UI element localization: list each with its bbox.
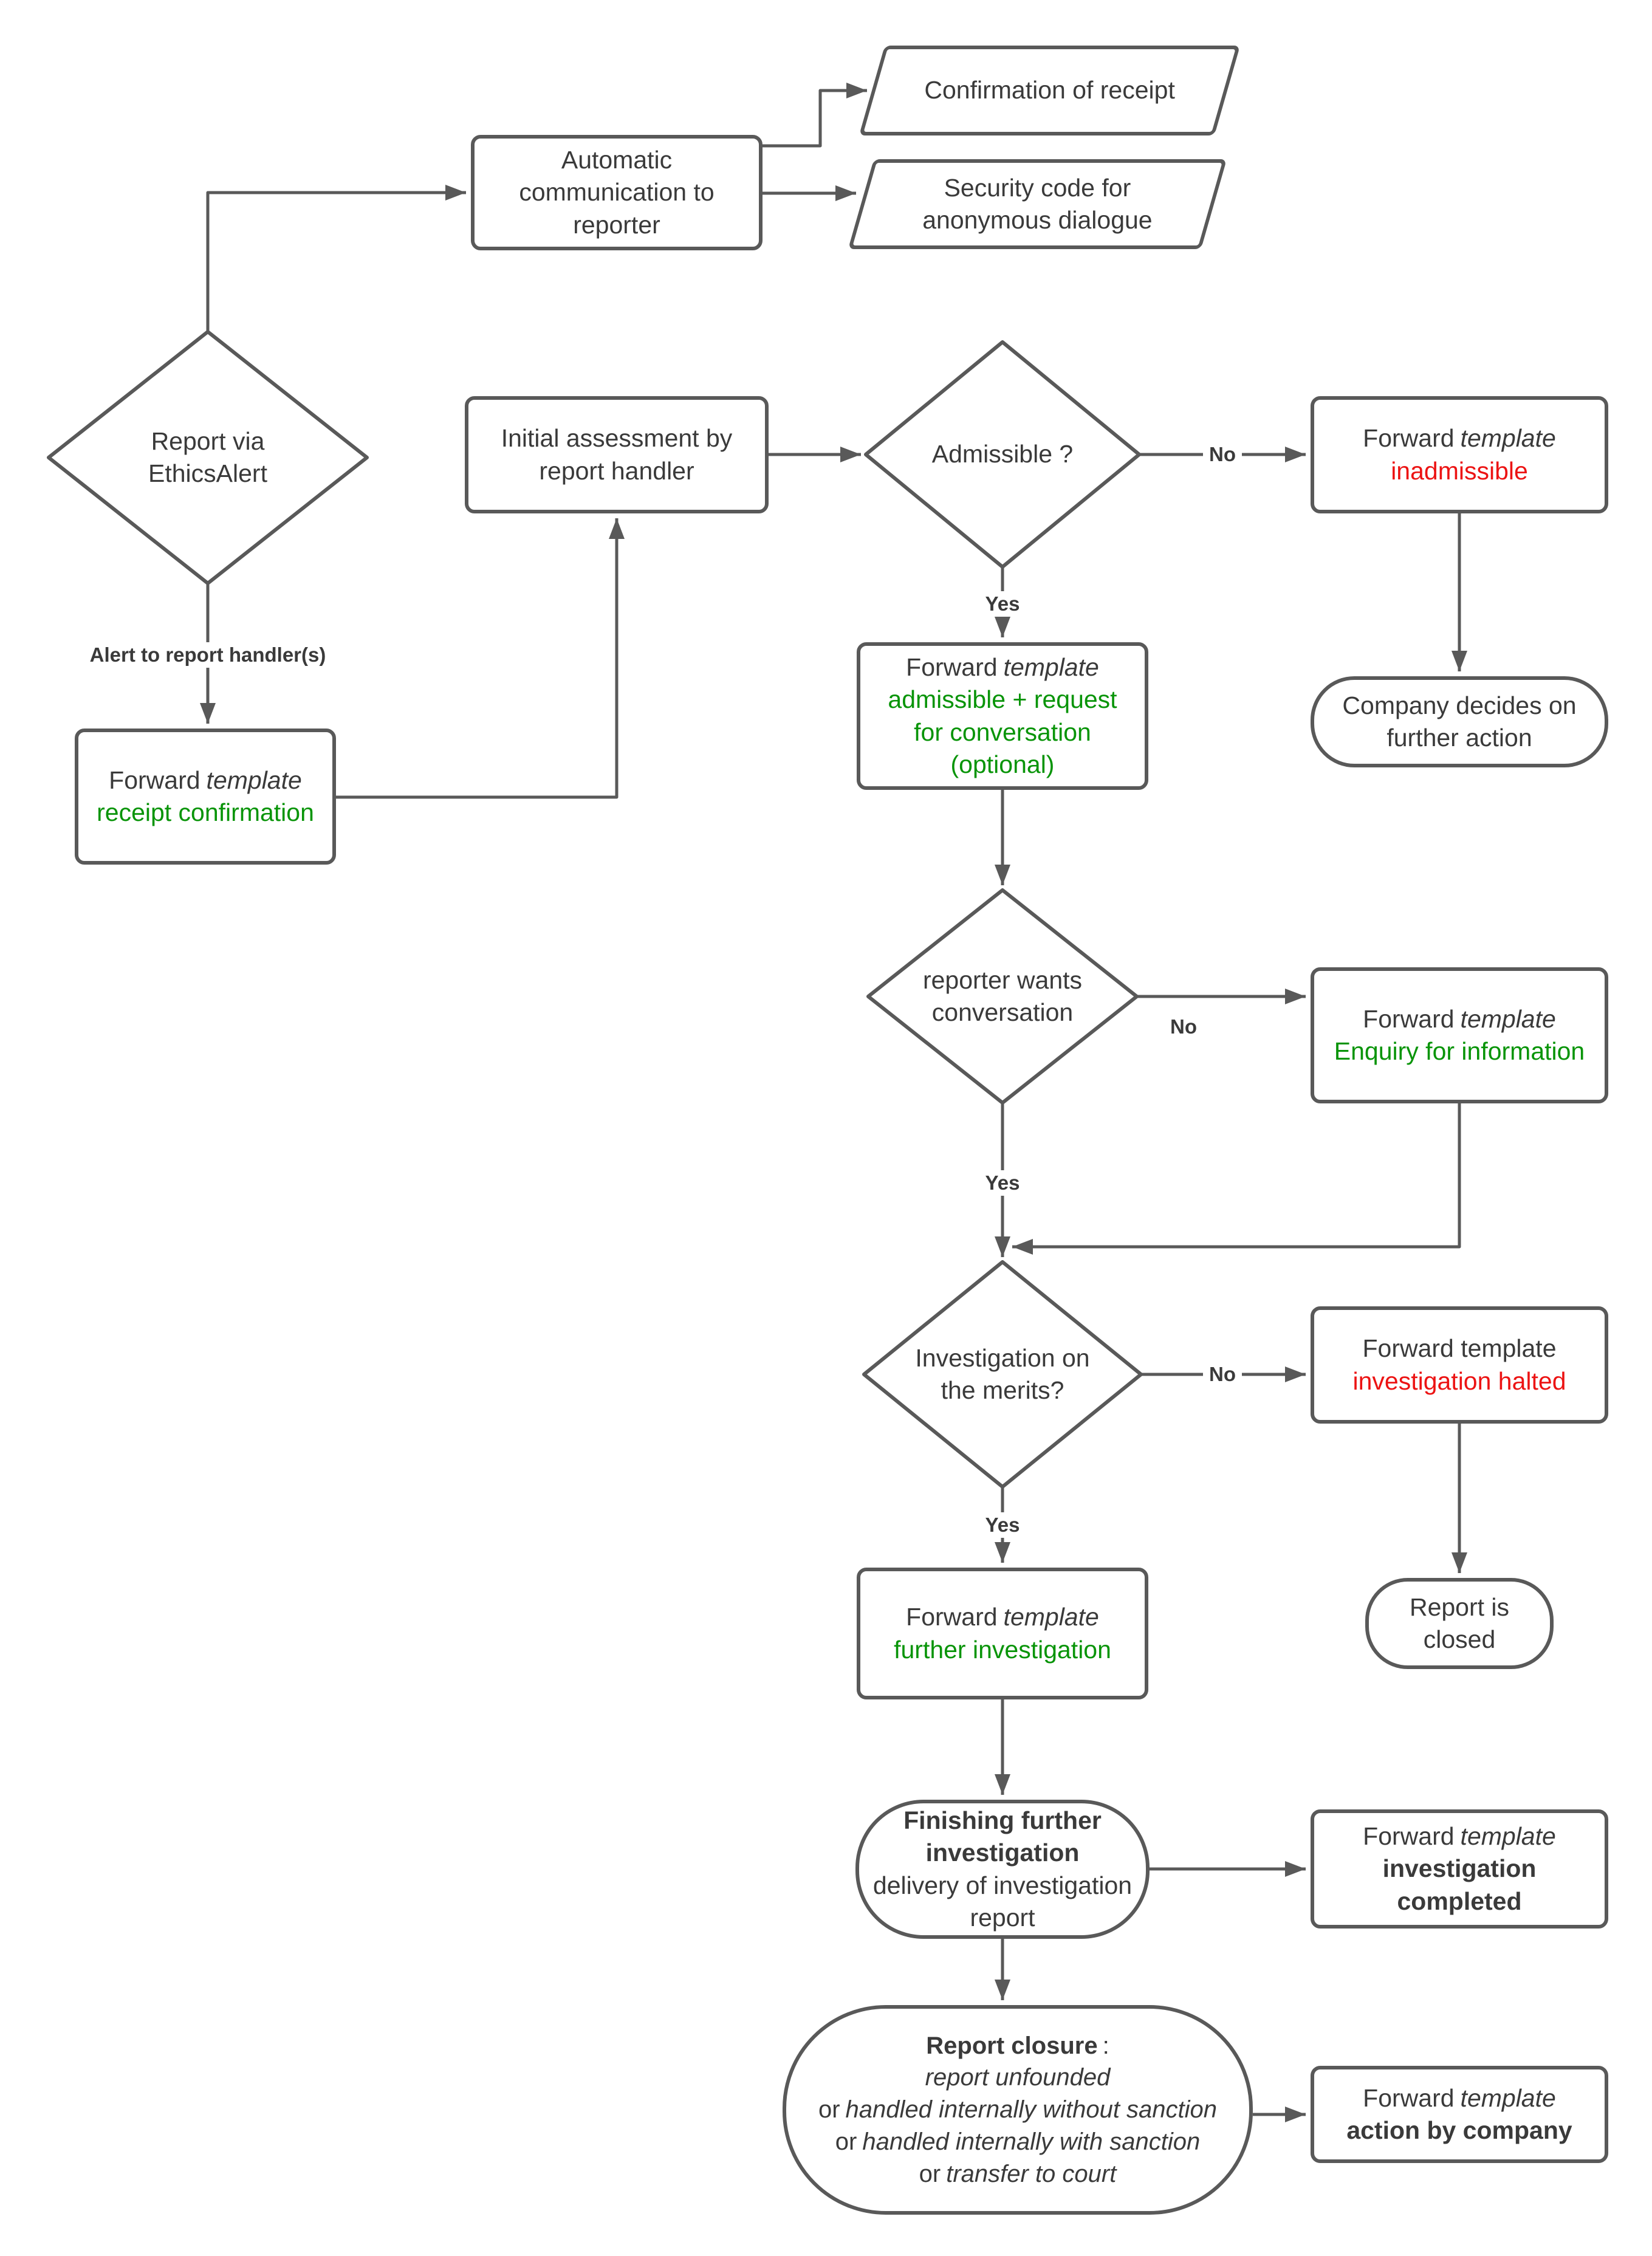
node-company-decides: Company decides on further action [1311,676,1608,767]
decision-admissible-shape [864,340,1141,569]
edge-label-alert-to-report-handlers: Alert to report handler(s) [83,642,332,668]
node-report-is-closed: Report is closed [1365,1578,1554,1669]
edge-label-yes-reporter-wants: Yes [979,1170,1026,1196]
node-finishing-further-investigation: Finishing further investigation delivery… [855,1800,1150,1939]
node-initial-assessment: Initial assessment by report handler [465,396,769,513]
decision-investigation-label: Investigation on the merits? [915,1343,1090,1404]
decision-investigation-shape [862,1260,1143,1489]
edge-label-no-investigation: No [1203,1362,1242,1387]
connector-receipt-to-initial [336,518,625,799]
edge-label-no-reporter-wants: No [1164,1014,1203,1040]
edge-label-yes-investigation: Yes [979,1512,1026,1538]
edge-label-yes-admissible: Yes [979,591,1026,617]
node-forward-template-investigation-halted: Forward template investigation halted [1311,1306,1608,1424]
node-confirmation-label: Confirmation of receipt [924,76,1175,105]
node-automatic-communication: Automatic communication to reporter [471,135,763,250]
connector-enquiry-to-investigation [1012,1103,1461,1255]
edge-label-no-admissible: No [1203,442,1242,467]
decision-report-via-shape [47,330,369,585]
decision-reporter-wants-shape [866,888,1139,1105]
node-security-code: Security code for anonymous dialogue [848,159,1227,249]
decision-admissible-label: Admissible ? [931,440,1074,468]
node-confirmation-of-receipt: Confirmation of receipt [859,46,1241,135]
decision-reporter-wants-label: reporter wants conversation [922,965,1083,1026]
connector-report-to-autocomm [206,185,466,332]
connector-autocomm-to-confirmation [763,83,867,148]
decision-report-via-label: Report via EthicsAlert [148,427,267,487]
